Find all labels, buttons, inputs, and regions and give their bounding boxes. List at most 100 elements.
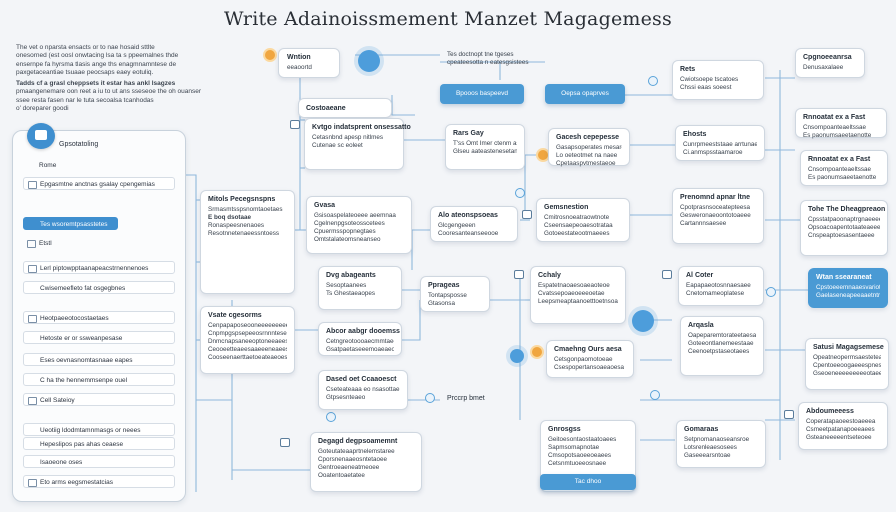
card-satusi[interactable]: Satusi Magagsemese Opeatneopermsaestetea… xyxy=(805,338,889,390)
card-pprageas[interactable]: Pprageas Tontapsposse Gtasonsa xyxy=(420,276,490,312)
left-panel-row[interactable]: Ueotiig ldodmtamnmasgs or neees xyxy=(23,423,175,436)
document-icon xyxy=(280,438,290,447)
card-line: Cooresanteanseeooe xyxy=(438,230,499,237)
card-line: Cnsornpoanteaeltssae xyxy=(803,124,867,131)
card-line: Ts Ghestaeaopes xyxy=(326,290,376,297)
left-panel-row-selected[interactable]: Tes wsoremtpsasstetes xyxy=(23,217,118,230)
card-title: Gemsnestion xyxy=(544,204,589,211)
card-title: Costoaeane xyxy=(306,105,346,112)
card-line: Opsoacoapentotaateaeees xyxy=(808,224,880,231)
row-label: Cell Sateioy xyxy=(40,397,75,404)
card-line: Dnmcnapsaneeoptoneeaees xyxy=(208,338,287,345)
card-title: Gomaraas xyxy=(684,426,719,433)
card-line: Coperatapaoeestoaeeea xyxy=(806,418,876,425)
card-line: Cnpmpgspsepeeosrnnntesee xyxy=(208,330,287,337)
card-line: Cooseenaerttaetoeateaeoeseesa xyxy=(208,354,287,361)
card-line: Sesoptaanees xyxy=(326,282,367,289)
card-line: Glcgengeeen xyxy=(438,222,476,229)
left-panel-title: Gpsotatoling xyxy=(59,141,99,148)
left-panel-row[interactable]: Etstl xyxy=(23,237,175,250)
folder-icon xyxy=(28,315,37,323)
left-panel-row[interactable]: Heotpaeeotocostaetaes xyxy=(23,311,175,324)
left-panel-row[interactable]: Cell Sateioy xyxy=(23,393,175,406)
card-vsate[interactable]: Vsate cgesorms Cenpapaposeooneeeeeeeeeoe… xyxy=(200,306,295,374)
card-degagd[interactable]: Degagd degpsoamemnt Goteutateaaprtnelems… xyxy=(310,432,422,492)
card-tohe[interactable]: Tohe The Dheagpreaon Cpsstatpaoonaptrgna… xyxy=(800,200,888,256)
left-panel-row[interactable]: Cwisemeefleto fat osgegbnes xyxy=(23,281,175,294)
card-line: Chssi eaas soeest xyxy=(680,84,732,91)
card-line: eeaoortd xyxy=(287,64,312,71)
card-line: Cmsopotsaoeeoeaees xyxy=(548,452,612,459)
card-highlight[interactable]: Wtan ssearaneat Cpstoeeemnaaesvarioten G… xyxy=(808,268,888,308)
status-pill[interactable]: Bpooos baspeevd xyxy=(440,84,524,104)
card-line: Csmeetpatanapoeeaees xyxy=(806,426,875,433)
card-rnnoatat[interactable]: Rnnoatat ex a Fast Cnsornpoanteaeltssae … xyxy=(795,108,887,139)
card-rets[interactable]: Rets Cwiotsoepe tscatoes Chssi eaas soee… xyxy=(672,60,764,100)
card-line: Lotsrenleaesosees xyxy=(684,444,737,451)
card-line: Gaelaseneapeeaaetntrtee xyxy=(816,292,880,299)
card-action-button[interactable]: Tac dhoo xyxy=(540,474,636,490)
row-label: Ueotiig ldodmtamnmasgs or neees xyxy=(40,427,141,434)
left-panel-row[interactable]: C ha the hennemmsenpe ouel xyxy=(23,373,175,386)
gear-icon xyxy=(530,345,544,359)
card-rars-gay[interactable]: Rars Gay T'ss Omt Imer ctenm ase Glseu a… xyxy=(445,124,525,170)
clipboard-icon xyxy=(27,123,55,149)
intro-line: pmaangenemare oon reet a iu to ut ans ss… xyxy=(16,88,202,96)
row-label: Heotpaeeotocostaetaes xyxy=(40,315,109,322)
card-mitols[interactable]: Mitols Pecegsnspns Srmasmtsspsnomtaoetae… xyxy=(200,190,295,294)
pencil-icon xyxy=(784,410,794,419)
row-label: Epgasmtne anctnas gsalay cpengemias xyxy=(40,181,155,188)
left-panel-row[interactable]: Hepeslipos pas ahas ceaese xyxy=(23,437,175,450)
card-cchaly[interactable]: Cchaly Espatetnaoaesoaeaoteoe Cvatssepoa… xyxy=(530,266,626,324)
left-panel-row[interactable]: Eto arms eegsmestatcias xyxy=(23,475,175,488)
connector-node xyxy=(425,393,435,403)
card-al-coter[interactable]: Al Coter Eapapaeotosnnaesaee Cnetomameop… xyxy=(678,266,764,306)
left-panel-row[interactable]: Epgasmtne anctnas gsalay cpengemias xyxy=(23,177,175,190)
card-line: Cnetomameoplatese xyxy=(686,290,745,297)
gear-icon xyxy=(263,48,277,62)
card-cpgnoeeanrsa[interactable]: Cpgnoeeanrsa Denusaxalaee xyxy=(795,48,865,78)
left-panel-row[interactable]: Isaoeone oses xyxy=(23,455,175,468)
card-title: Wtan ssearaneat xyxy=(816,274,872,281)
card-title: Degagd degpsoamemnt xyxy=(318,438,398,445)
card-line: Gasapsoperates mesare xyxy=(556,144,622,151)
card-cmaehng[interactable]: Cmaehng Ours aesa Cetsgonpaomotoeae Cses… xyxy=(546,340,634,378)
card-ehosts[interactable]: Ehosts Cunrpmeeststaae arrtunae Ci.anmsp… xyxy=(675,125,765,161)
left-panel-row[interactable]: Rome xyxy=(23,159,175,172)
card-abcor[interactable]: Abcor aabgr dooemss Cetngreotoooaecmmtae… xyxy=(318,322,402,356)
card-title: Mitols Pecegsnspns xyxy=(208,196,276,203)
left-panel-row[interactable]: Lerl piptowpptaanapeacstrnennenoes xyxy=(23,261,175,274)
page-title: Write Adainoissmement Manzet Magagemess xyxy=(224,8,672,30)
card-line: Gtpsesnteaeo xyxy=(326,394,366,401)
row-label: Cwisemeefleto fat osgegbnes xyxy=(40,285,126,292)
card-kvtgo[interactable]: Kvtgo indatsprent onsessatto Cetasnbnd a… xyxy=(304,118,411,170)
card-line: Ooatentoaetatee xyxy=(318,472,365,479)
card-alo[interactable]: Alo ateonspsoeas Glcgengeeen Cooresantea… xyxy=(430,206,518,242)
card-title: Kvtgo indatsprent onsessatto xyxy=(312,124,411,131)
card-line: Ronaspeesnenaoes xyxy=(208,222,265,229)
connector-node xyxy=(648,76,658,86)
card-title: Rnnoatat ex a Fast xyxy=(808,156,871,163)
card-gvasa[interactable]: Gvasa Gsisoaspelateoeee aeemnaa Cgelnenp… xyxy=(306,196,412,254)
left-panel-row[interactable]: Hetoste er or ssweanpesase xyxy=(23,331,175,344)
card-costoaeane[interactable]: Costoaeane xyxy=(298,98,392,118)
card-dased[interactable]: Dased oet Ccaaoesct Cseteateaaa eo nsaso… xyxy=(318,370,408,410)
card-title: Gvasa xyxy=(314,202,336,209)
card-rnnoatat-2[interactable]: Rnnoatat ex a Fast Cnsornpoanteaeltssae … xyxy=(800,150,888,186)
card-dvg[interactable]: Dvg abageants Sesoptaanees Ts Ghestaeaop… xyxy=(318,266,402,310)
card-line: Ceooeetteaeesaaeeeneaeese xyxy=(208,346,287,353)
card-title: Arqasla xyxy=(688,322,714,329)
card-abdoumeeess[interactable]: Abdoumeeess Coperatapaoeestoaeeea Csmeet… xyxy=(798,402,888,450)
row-label: Lerl piptowpptaanapeacstrnennenoes xyxy=(40,265,149,272)
card-gomaraas[interactable]: Gomaraas Setpnomanaoseansroe Lotsrenleae… xyxy=(676,420,766,468)
status-pill[interactable]: Oepsa opaprves xyxy=(545,84,625,104)
card-wntion[interactable]: Wntion eeaoortd xyxy=(278,48,340,78)
card-gemsnestion[interactable]: Gemsnestion Cmitrosnoeatraowtnote Cseens… xyxy=(536,198,630,242)
card-title: Rets xyxy=(680,66,696,73)
card-title: Prenomnd apnar ltne xyxy=(680,194,751,201)
card-arqasla[interactable]: Arqasla Oapeparemtorateetaesa Goteeontla… xyxy=(680,316,764,376)
card-gacesh[interactable]: Gacesh cepepesse Gasapsoperates mesare L… xyxy=(548,128,630,167)
card-prenomnd[interactable]: Prenomnd apnar ltne Cpotprasnsoceateptee… xyxy=(672,188,764,244)
card-line: Cgelnenpgsoteosscetees xyxy=(314,220,385,227)
left-panel-row[interactable]: Eses oevnasnomtasnaae eapes xyxy=(23,353,175,366)
